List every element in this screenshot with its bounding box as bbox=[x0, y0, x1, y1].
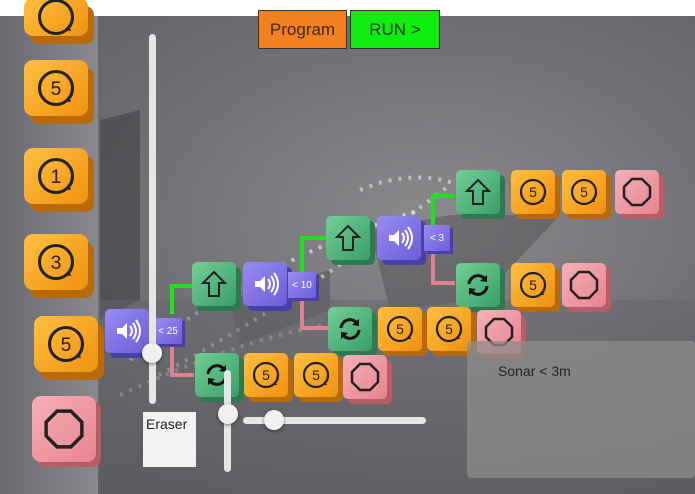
timer-block[interactable]: 5 bbox=[562, 170, 606, 214]
svg-text:1: 1 bbox=[51, 167, 62, 188]
wire-false bbox=[170, 373, 194, 377]
window-top-bar bbox=[0, 0, 695, 16]
stop-octagon-icon bbox=[350, 362, 380, 392]
vertical-zoom-slider[interactable] bbox=[149, 34, 156, 404]
arrow-up-icon bbox=[336, 225, 360, 251]
timer-5-icon: 5 bbox=[386, 315, 414, 343]
repeat-block[interactable] bbox=[328, 307, 372, 351]
sonar-block[interactable] bbox=[105, 309, 149, 353]
stop-block[interactable] bbox=[343, 355, 387, 399]
sonar-icon bbox=[388, 226, 413, 250]
repeat-block[interactable] bbox=[456, 263, 500, 307]
svg-text:5: 5 bbox=[61, 335, 72, 356]
svg-text:5: 5 bbox=[580, 184, 588, 200]
wire-false bbox=[170, 344, 174, 376]
timer-block[interactable]: 5 bbox=[511, 263, 555, 307]
timer-5-icon: 5 bbox=[252, 361, 280, 389]
repeat-icon bbox=[467, 273, 489, 297]
svg-text:3: 3 bbox=[51, 253, 62, 274]
svg-text:5: 5 bbox=[396, 321, 404, 337]
sonar-condition-tag[interactable]: < 10 bbox=[288, 272, 316, 298]
timer-block[interactable]: 5 bbox=[427, 307, 471, 351]
svg-text:5: 5 bbox=[529, 184, 537, 200]
wire-false bbox=[431, 254, 435, 284]
palette-timer-1-block[interactable]: 1 bbox=[24, 148, 88, 204]
sonar-block[interactable] bbox=[377, 216, 421, 260]
timer-icon bbox=[37, 0, 75, 36]
svg-text:5: 5 bbox=[262, 367, 270, 383]
forward-block[interactable] bbox=[456, 170, 500, 214]
timer-3-icon: 3 bbox=[37, 243, 75, 281]
timer-5-icon: 5 bbox=[519, 178, 547, 206]
run-button[interactable]: RUN > bbox=[350, 10, 440, 49]
stop-octagon-icon bbox=[622, 177, 652, 207]
stop-octagon-icon bbox=[44, 409, 84, 449]
palette-timer-5-block[interactable]: 5 bbox=[24, 60, 88, 116]
wire-true bbox=[300, 236, 304, 272]
forward-block[interactable] bbox=[192, 262, 236, 306]
palette-stop-block[interactable] bbox=[32, 396, 96, 462]
repeat-icon bbox=[339, 317, 361, 341]
timer-block[interactable]: 5 bbox=[511, 170, 555, 214]
eraser-button[interactable]: Eraser bbox=[143, 412, 196, 467]
info-text: Sonar < 3m bbox=[498, 363, 571, 379]
palette-timer-5-block[interactable]: 5 bbox=[34, 316, 98, 372]
palette-timer-block[interactable] bbox=[24, 0, 88, 36]
timer-block[interactable]: 5 bbox=[294, 353, 338, 397]
wire-true bbox=[431, 194, 435, 226]
sonar-icon bbox=[116, 319, 141, 343]
timer-5-icon: 5 bbox=[37, 69, 75, 107]
svg-text:5: 5 bbox=[51, 79, 62, 100]
program-button[interactable]: Program bbox=[258, 10, 347, 49]
timer-1-icon: 1 bbox=[37, 157, 75, 195]
timer-5-icon: 5 bbox=[570, 178, 598, 206]
stop-block[interactable] bbox=[615, 170, 659, 214]
horizontal-pan-slider-knob[interactable] bbox=[264, 410, 284, 430]
sonar-condition-tag[interactable]: < 3 bbox=[424, 225, 450, 251]
wire-true bbox=[431, 194, 455, 198]
wire-true bbox=[170, 284, 192, 288]
stop-octagon-icon bbox=[569, 270, 599, 300]
sonar-block[interactable] bbox=[243, 262, 287, 306]
arrow-up-icon bbox=[202, 271, 226, 297]
timer-block[interactable]: 5 bbox=[244, 353, 288, 397]
wire-false bbox=[300, 326, 328, 330]
stop-block[interactable] bbox=[562, 263, 606, 307]
sonar-condition-tag[interactable]: < 25 bbox=[154, 318, 182, 344]
svg-text:5: 5 bbox=[312, 367, 320, 383]
svg-text:5: 5 bbox=[529, 277, 537, 293]
forward-block[interactable] bbox=[326, 216, 370, 260]
vertical-pan-slider-knob[interactable] bbox=[218, 404, 238, 424]
timer-5-icon: 5 bbox=[435, 315, 463, 343]
sonar-icon bbox=[254, 272, 279, 296]
timer-block[interactable]: 5 bbox=[378, 307, 422, 351]
info-panel: Sonar < 3m bbox=[467, 341, 695, 478]
wire-false bbox=[300, 296, 304, 328]
vertical-zoom-slider-knob[interactable] bbox=[142, 343, 162, 363]
arrow-up-icon bbox=[466, 179, 490, 205]
svg-text:5: 5 bbox=[445, 321, 453, 337]
wire-true bbox=[170, 284, 174, 314]
horizontal-pan-slider[interactable] bbox=[243, 417, 426, 424]
repeat-block[interactable] bbox=[195, 353, 239, 397]
wire-true bbox=[300, 236, 328, 240]
timer-5-icon: 5 bbox=[47, 325, 85, 363]
wire-false bbox=[431, 281, 455, 285]
palette-timer-3-block[interactable]: 3 bbox=[24, 234, 88, 290]
timer-5-icon: 5 bbox=[519, 271, 547, 299]
timer-5-icon: 5 bbox=[302, 361, 330, 389]
